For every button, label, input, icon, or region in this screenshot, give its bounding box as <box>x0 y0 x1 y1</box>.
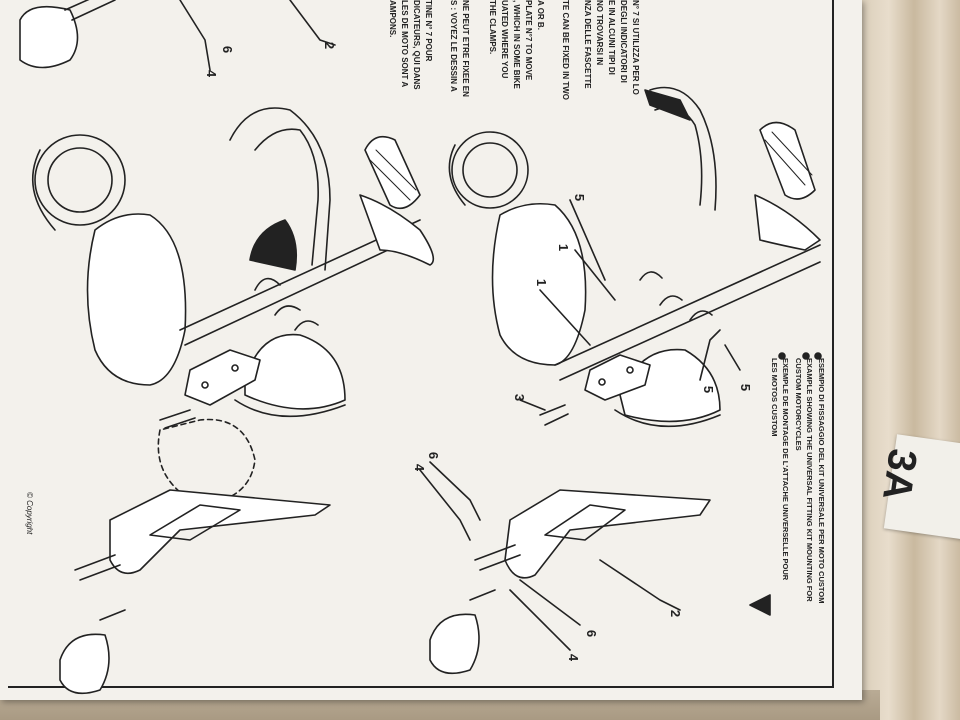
callout-6-top: 6 <box>220 45 236 54</box>
instruction-line: NO TROVARSI IN <box>595 0 604 66</box>
instruction-line: THE CLAMPS. <box>488 0 497 55</box>
callout-5-c: 5 <box>701 385 717 394</box>
sheet-border <box>8 0 834 688</box>
callout-4-top: 4 <box>204 69 220 78</box>
instruction-line: S : VOYEZ LE DESSIN A <box>449 0 458 92</box>
instruction-sheet: ESEMPIO DI FISSAGGIO DEL KIT UNIVERSALE … <box>0 0 862 700</box>
instruction-line: PLATE N°7 TO MOVE <box>524 0 533 81</box>
callout-2-right: 2 <box>668 609 684 618</box>
background-plastic <box>858 0 960 720</box>
callout-1-b: 1 <box>534 278 550 287</box>
caption-line-5: LES MOTOS CUSTOM <box>770 358 779 437</box>
instruction-line: DEGLI INDICATORI DI <box>619 0 628 83</box>
instruction-line: N° 7 SI UTILIZZA PER LO <box>631 0 640 95</box>
callout-4-b: 4 <box>566 653 582 662</box>
instruction-line: AMPONS. <box>388 0 397 38</box>
caption-line-1: ESEMPIO DI FISSAGGIO DEL KIT UNIVERSALE … <box>817 358 826 604</box>
instruction-line: NE PEUT ETRE FIXEE EN <box>461 0 470 97</box>
callout-6-b: 6 <box>584 629 600 638</box>
turn-signal-top-left <box>19 0 116 69</box>
instruction-line: NZA DELLE FASCETTE <box>583 0 592 89</box>
direction-arrow <box>749 594 771 616</box>
callout-3: 3 <box>512 393 528 402</box>
callout-5-b: 5 <box>738 383 754 392</box>
copyright-text: © Copyright <box>25 492 34 535</box>
technical-drawing <box>19 0 822 695</box>
caption-line-2: EXAMPLE SHOWING THE UNIVERSAL FITTING KI… <box>805 358 814 602</box>
callout-2-top: 2 <box>322 41 338 50</box>
assembly-right <box>419 86 821 675</box>
box-label-text: 3A <box>874 446 925 503</box>
instruction-line: E IN ALCUNI TIPI DI <box>607 0 616 75</box>
instruction-line: LES DE MOTO SONT A <box>400 0 409 88</box>
instruction-line: DICATEURS, QUI DANS <box>412 0 421 90</box>
instruction-line: A OR B. <box>536 0 545 30</box>
instruction-line: TINE N° 7 POUR <box>424 0 433 62</box>
box-label-sticker: 3A <box>874 434 960 541</box>
callout-5-a: 5 <box>572 193 588 202</box>
callout-4-a: 4 <box>412 463 428 472</box>
caption-line-4: EXEMPLE DE MONTAGE DE L'ATTACHE UNIVERSE… <box>781 358 790 581</box>
assembly-left <box>32 107 435 695</box>
instruction-line: , WHICH IN SOME BIKE <box>512 0 521 89</box>
caption-line-3: CUSTOM MOTORCYCLES <box>794 358 803 451</box>
callout-1-a: 1 <box>556 243 572 252</box>
instruction-line: UATED WHERE YOU <box>500 0 509 79</box>
callout-6-a: 6 <box>426 451 442 460</box>
instruction-line: TE CAN BE FIXED IN TWO <box>561 0 570 100</box>
